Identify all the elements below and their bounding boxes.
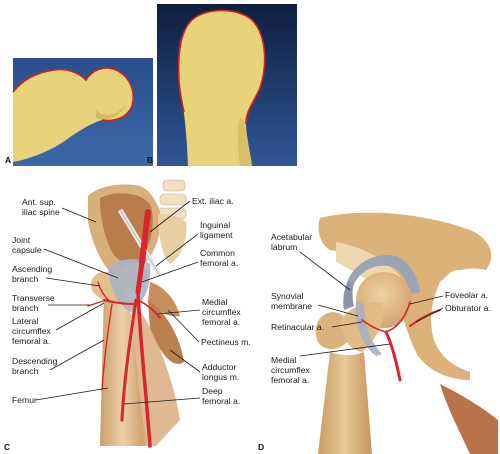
- labels-c-right: Ext. iliac a. Inguinal ligament Common f…: [123, 196, 251, 406]
- lumbar-spine: [157, 179, 187, 220]
- arteries-panel-c: [87, 209, 161, 448]
- obturator-foramen: [438, 270, 478, 338]
- femur-neck-shading: [237, 118, 252, 166]
- label-ext-iliac: Ext. iliac a.: [192, 196, 234, 206]
- common-femoral-artery: [135, 259, 145, 295]
- label-ascending-branch: Ascending branch: [12, 264, 55, 284]
- label-ant-sup-iliac-spine: Ant. sup. iliac spine: [22, 197, 60, 217]
- label-adductor-longus: Adductor longus m.: [202, 362, 239, 382]
- medial-circumflex-artery-d: [384, 330, 402, 382]
- label-descending-branch: Descending branch: [12, 356, 60, 376]
- label-acetabular-labrum: Acetabular labrum: [271, 232, 314, 252]
- label-lateral-circumflex: Lateral circumflex femoral a.: [12, 316, 53, 346]
- femur-front-contour-line: [177, 9, 266, 125]
- adductor-muscle-d: [440, 384, 498, 454]
- retinacular-artery: [361, 319, 387, 333]
- labels-d: Acetabular labrum Synovial membrane Reti…: [271, 232, 491, 385]
- label-obturator: Obturator a.: [445, 303, 491, 313]
- foveolar-artery: [385, 301, 411, 333]
- femur-shaft-d: [318, 352, 372, 454]
- label-inguinal-ligament: Inguinal ligament: [200, 220, 233, 240]
- label-synovial-membrane: Synovial membrane: [271, 291, 312, 311]
- label-retinacular: Retinacular a.: [271, 322, 324, 332]
- panel-a: A: [5, 58, 153, 166]
- panel-b: B: [147, 4, 297, 166]
- panel-a-letter: A: [5, 155, 11, 165]
- label-foveolar: Foveolar a.: [445, 290, 488, 300]
- labels-c-left: Ant. sup. iliac spine Joint capsule Asce…: [12, 197, 119, 405]
- panel-b-letter: B: [147, 155, 153, 165]
- external-iliac-artery: [139, 209, 151, 265]
- panel-c-letter: C: [4, 442, 10, 452]
- panel-c: Ant. sup. iliac spine Joint capsule Asce…: [4, 179, 251, 452]
- label-pectineus: Pectineus m.: [201, 337, 251, 347]
- acetabular-labrum-shape: [343, 280, 354, 310]
- arteries-panel-d: [361, 301, 441, 382]
- panel-d-letter: D: [258, 442, 264, 452]
- transverse-branch-artery: [87, 299, 107, 307]
- deep-femoral-artery: [120, 298, 138, 422]
- superficial-femoral-artery: [136, 290, 152, 448]
- label-medial-circumflex-d: Medial circumflex femoral a.: [271, 355, 312, 385]
- panel-d: Acetabular labrum Synovial membrane Reti…: [258, 212, 498, 454]
- femur-model-contour-line: [12, 67, 134, 122]
- descending-branch-artery: [101, 303, 113, 391]
- femur-model-top-view: [13, 68, 134, 162]
- synovial-membrane-shape: [355, 300, 382, 356]
- label-joint-capsule: Joint capsule: [12, 235, 42, 255]
- medial-circumflex-artery: [137, 299, 161, 319]
- femur-shaft: [100, 289, 146, 446]
- label-medial-circumflex: Medial circumflex femoral a.: [202, 297, 243, 327]
- femur-head-shading: [96, 104, 126, 120]
- label-transverse-branch: Transverse branch: [12, 293, 57, 313]
- label-deep-femoral: Deep femoral a.: [202, 386, 240, 406]
- sacrum: [158, 214, 187, 264]
- acetabular-cartilage: [348, 255, 420, 294]
- label-common-femoral: Common femoral a.: [200, 248, 238, 268]
- adductor-longus-muscle: [148, 300, 184, 364]
- label-femur: Femur: [12, 395, 37, 405]
- thigh-muscle-medial: [132, 300, 180, 446]
- ascending-branch-artery: [97, 281, 111, 303]
